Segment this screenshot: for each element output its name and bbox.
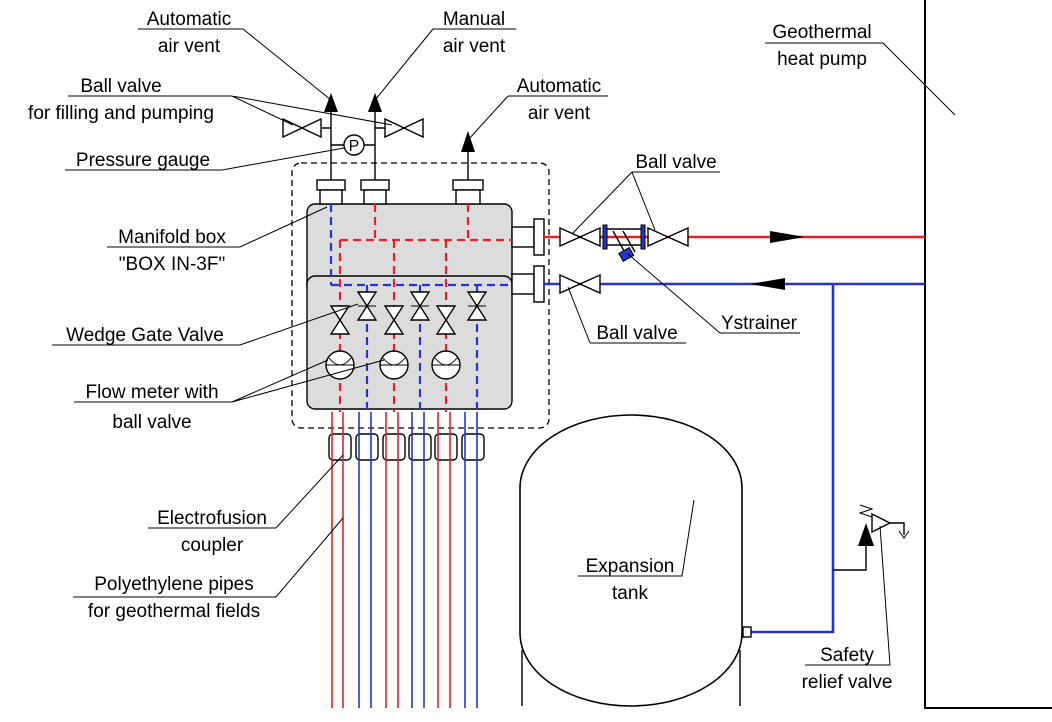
label-wedge-gate-valve: Wedge Gate Valve: [66, 325, 224, 346]
ball-valve-icon: [282, 117, 322, 139]
ball-valve-icon: [559, 226, 689, 295]
electrofusion-couplers: [328, 433, 485, 461]
heat-pump-unit: [924, 0, 1052, 709]
pressure-gauge-icon: [343, 134, 365, 156]
polyethylene-pipes: [331, 412, 478, 708]
return-line: [544, 278, 925, 634]
gauge-symbol: P: [349, 138, 360, 155]
flow-meter-icon: [325, 350, 461, 380]
manifold-enclosure: [291, 162, 550, 429]
expansion-tank: [519, 414, 752, 707]
manifold-top-flanges: [316, 179, 484, 205]
flow-arrow-icon: [770, 231, 805, 243]
label-manifold-box: Manifold box"BOX IN-3F": [118, 227, 226, 275]
top-fittings: P: [282, 93, 475, 180]
ball-valve-icon: [384, 117, 424, 139]
internal-return-piping: [329, 204, 512, 412]
label-ystrainer: Ystrainer: [721, 313, 798, 334]
air-vent-icon: [461, 131, 475, 152]
supply-line: [544, 231, 925, 243]
leader-lines: [52, 28, 956, 666]
wedge-gate-valve-icon: [329, 291, 488, 335]
y-strainer-icon: [602, 224, 646, 263]
manifold-box-lower: [306, 275, 513, 410]
label-ball-valve-bottom: Ball valve: [596, 323, 677, 344]
air-vent-icon: [324, 93, 338, 112]
label-pressure-gauge: Pressure gauge: [76, 150, 210, 171]
manifold-side-flanges: [511, 218, 545, 303]
safety-relief-valve-icon: [833, 504, 910, 571]
flow-arrow-icon: [750, 278, 785, 290]
label-ball-valve-top: Ball valve: [635, 152, 716, 173]
air-vent-icon: [368, 93, 382, 112]
